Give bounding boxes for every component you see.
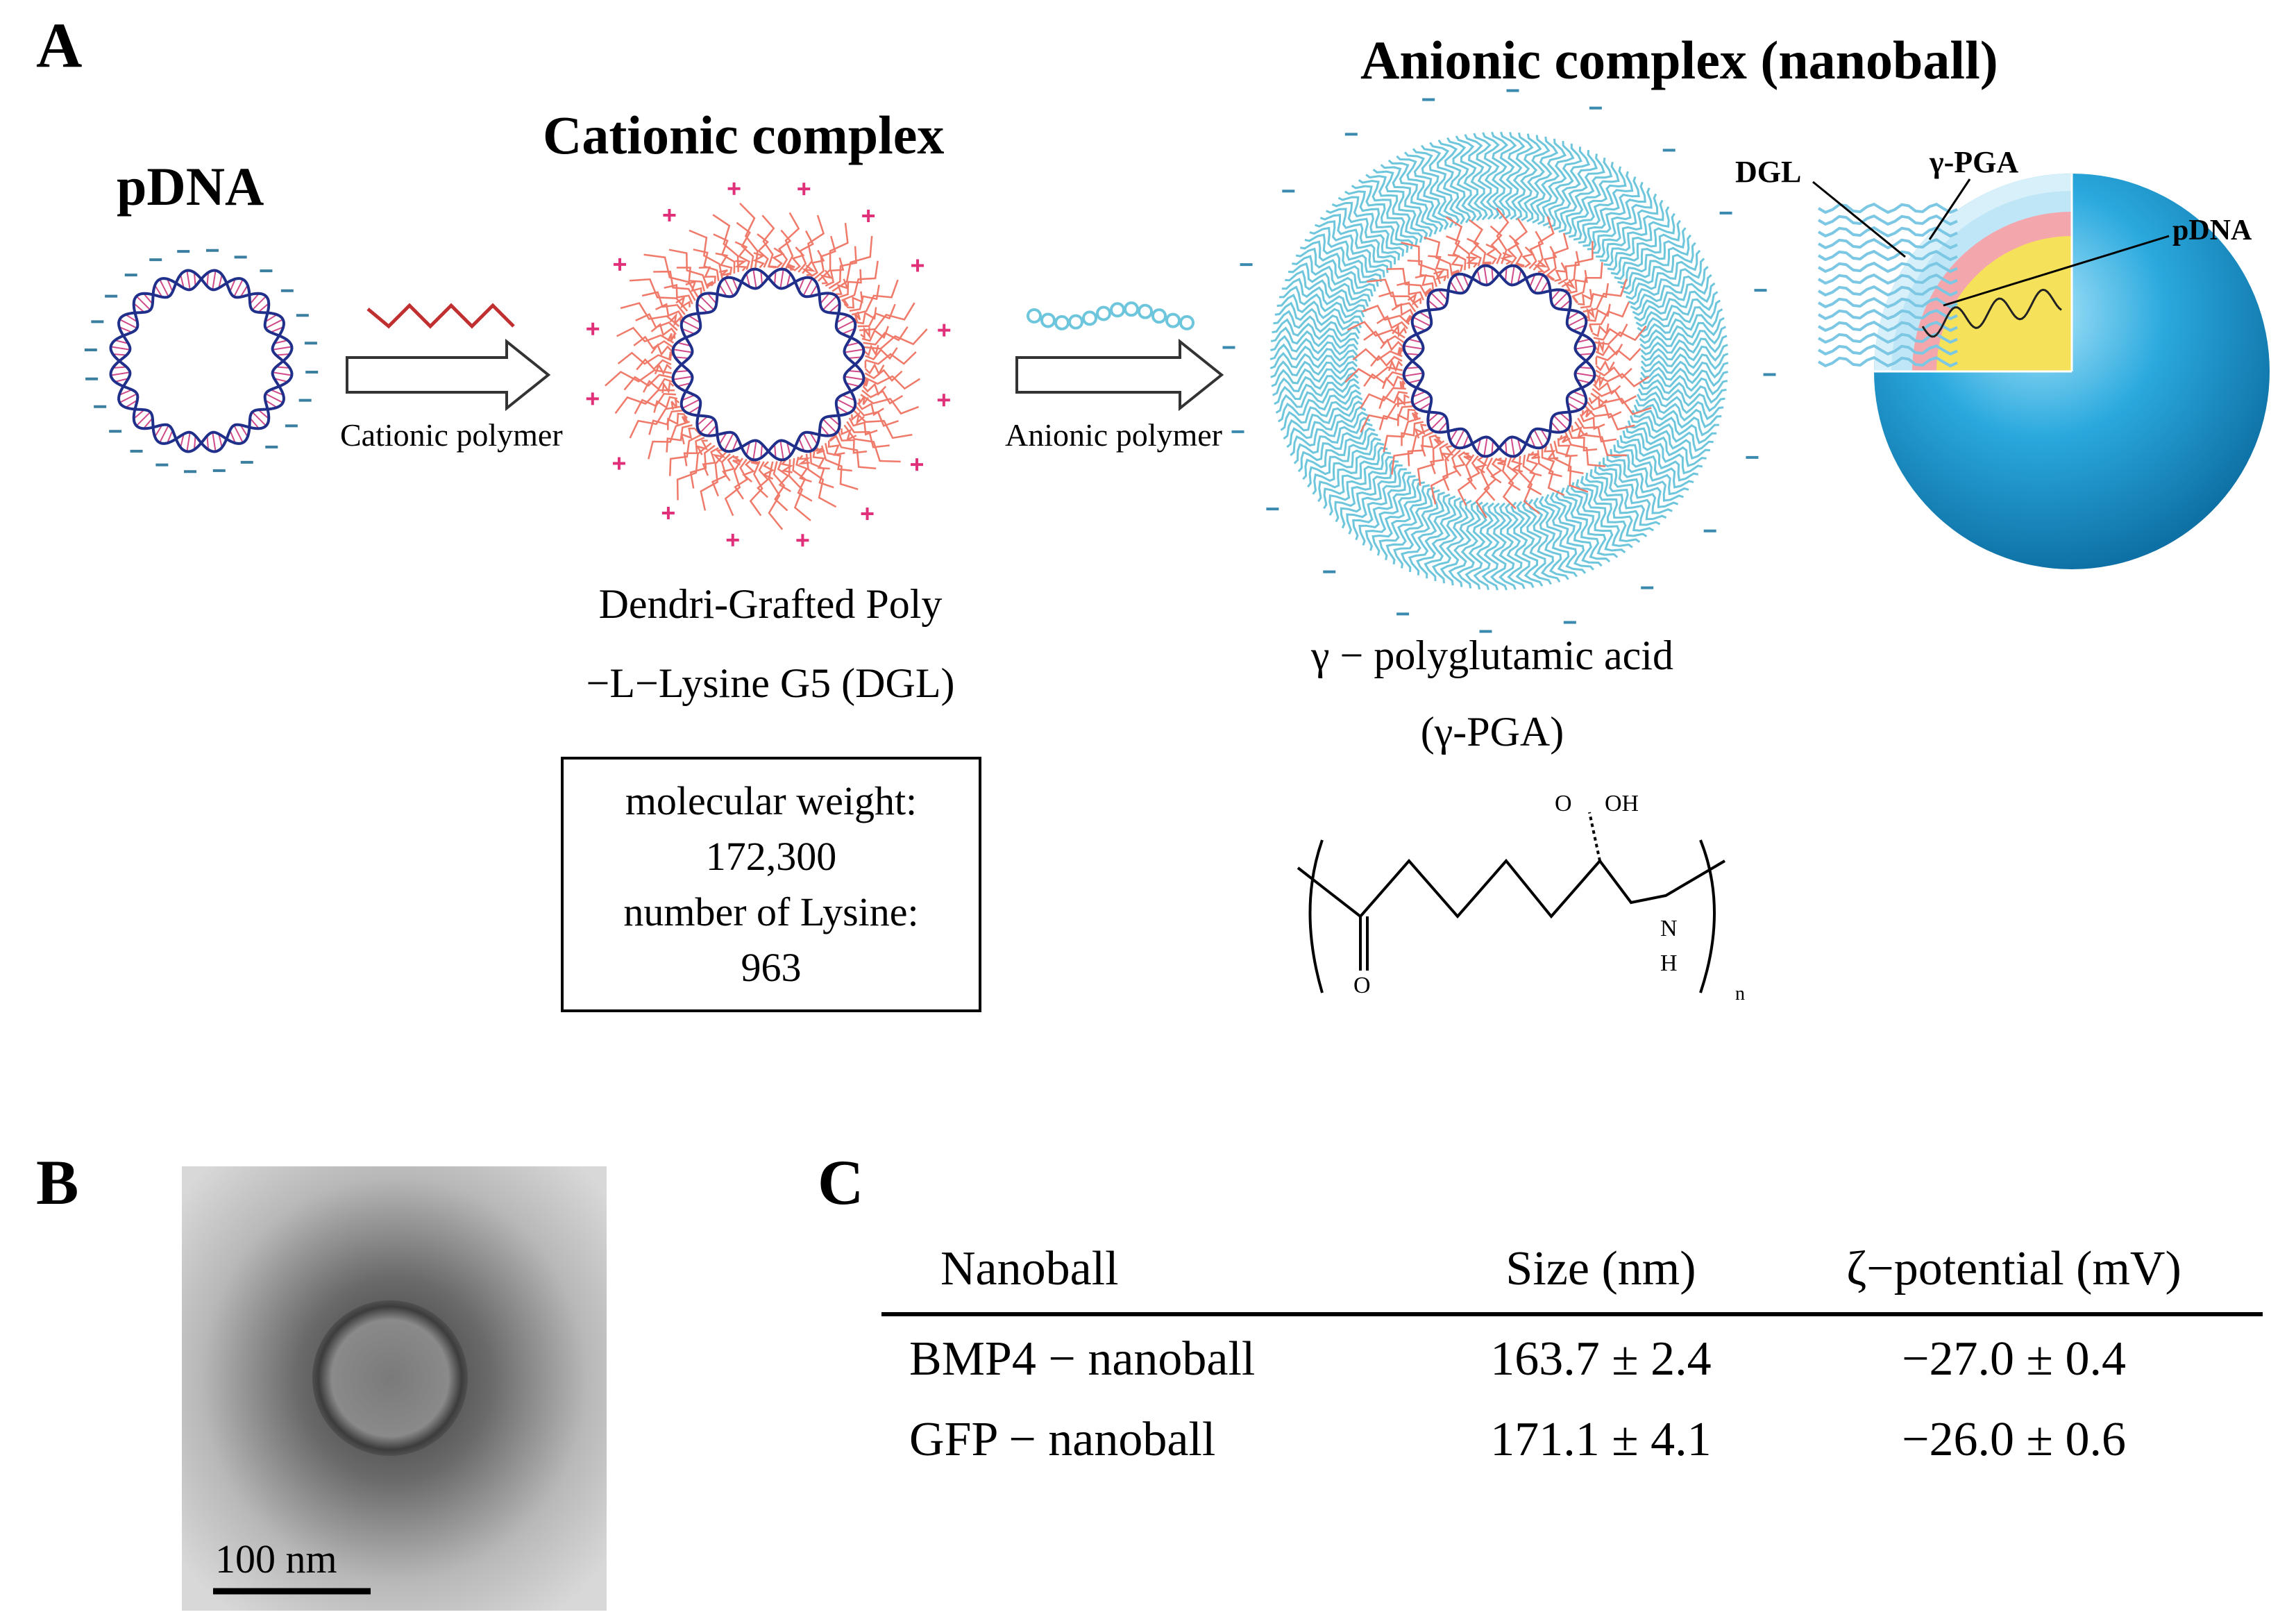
cell-name: GFP − nanoball (909, 1413, 1216, 1466)
header-size: Size (nm) (1436, 1236, 1766, 1316)
dgl-name-line1: Dendri-Grafted Poly (598, 581, 943, 627)
anionic-negative-charges (1222, 89, 1776, 633)
header-nanoball: Nanoball (881, 1236, 1437, 1316)
pdna-plasmid (109, 269, 294, 453)
bead (1124, 301, 1139, 317)
dgl-info-box: molecular weight: 172,300 number of Lysi… (561, 757, 981, 1012)
anionic-dgl-layer (1344, 207, 1652, 519)
anionic-complex-title: Anionic complex (nanoball) (1360, 30, 1998, 90)
bead (1027, 308, 1042, 324)
leader-line-pdna (1943, 235, 2170, 307)
structure-atom-oh: OH (1605, 791, 1639, 816)
nanoball-sphere-illustration (1817, 174, 2270, 569)
leader-line-dgl (1812, 181, 1906, 258)
bead (1179, 314, 1195, 330)
panel-label-b: B (36, 1147, 79, 1218)
sphere-pdna-strand (1921, 288, 2062, 338)
panel-a-diagram: DGL γ-PGA pDNA O OH O N H n (84, 89, 2270, 1005)
cell-size: 171.1 ± 4.1 (1490, 1413, 1712, 1466)
structure-left-bracket (1308, 839, 1324, 993)
cell-zeta: −27.0 ± 0.4 (1902, 1332, 2126, 1386)
structure-atom-n: N (1660, 916, 1678, 941)
sphere-label-pga: γ-PGA (1929, 145, 2018, 179)
info-box-line3: number of Lysine: (623, 889, 919, 934)
arrow-right-1 (346, 338, 551, 412)
cell-name: BMP4 − nanoball (909, 1332, 1256, 1386)
structure-right-bracket (1699, 839, 1716, 993)
pga-name-line2: (γ-PGA) (1420, 709, 1564, 755)
table-row: GFP − nanoball 171.1 ± 4.1 −26.0 ± 0.6 (881, 1397, 2263, 1477)
table-row: BMP4 − nanoball 163.7 ± 2.4 −27.0 ± 0.4 (881, 1314, 2263, 1397)
pdna-negative-charges (84, 249, 319, 473)
bead (1082, 310, 1097, 326)
pga-chemical-structure (1297, 812, 1726, 993)
header-zeta-potential: ζ−potential (mV) (1765, 1236, 2263, 1316)
scale-bar-label: 100 nm (215, 1536, 337, 1582)
leader-line-pga (1928, 178, 1971, 240)
anionic-polymer-label: Anionic polymer (1005, 417, 1222, 453)
nanoball-particle (312, 1300, 468, 1456)
pga-name-line1: γ − polyglutamic acid (1311, 632, 1673, 678)
cationic-positive-charges (586, 182, 951, 547)
info-box-line2: 172,300 (705, 834, 837, 879)
bead (1151, 308, 1167, 324)
bead (1040, 312, 1056, 328)
structure-atom-o-top: O (1555, 791, 1572, 816)
bead (1110, 302, 1125, 318)
pdna-title: pDNA (117, 156, 264, 217)
cationic-complex-dna (671, 267, 866, 462)
cell-zeta: −26.0 ± 0.6 (1902, 1413, 2126, 1466)
nanoball-properties-table: Nanoball Size (nm) ζ−potential (mV) BMP4… (881, 1236, 2263, 1477)
info-box-line1: molecular weight: (625, 778, 918, 823)
info-box-line4: 963 (741, 945, 802, 990)
structure-subscript-n: n (1735, 983, 1745, 1005)
pga-wave-layer (1269, 131, 1729, 591)
anionic-polymer-beads (1027, 301, 1195, 330)
arrow-right-2 (1015, 338, 1224, 412)
dna-strand (109, 269, 294, 453)
anionic-complex-dna (1402, 264, 1596, 458)
bead (1054, 314, 1070, 330)
sphere-label-pdna: pDNA (2172, 215, 2252, 246)
tem-micrograph: 100 nm (182, 1166, 607, 1611)
cationic-polymer-zigzag (366, 303, 515, 329)
panel-label-a: A (36, 10, 83, 81)
dgl-brush-layer (605, 203, 928, 530)
dna-strand (671, 267, 866, 462)
panel-label-c: C (818, 1147, 864, 1218)
dgl-name-line2: −L−Lysine G5 (DGL) (586, 660, 955, 706)
cell-size: 163.7 ± 2.4 (1490, 1332, 1712, 1386)
structure-atom-h: H (1660, 950, 1678, 976)
cationic-polymer-label: Cationic polymer (340, 417, 563, 453)
bead (1096, 305, 1111, 321)
table-header-row: Nanoball Size (nm) ζ−potential (mV) (881, 1236, 2263, 1316)
structure-atom-o-bottom: O (1353, 973, 1371, 998)
cationic-complex-title: Cationic complex (543, 105, 945, 165)
dna-strand (1402, 264, 1596, 458)
bead (1165, 312, 1181, 328)
sphere-core (1936, 236, 2072, 371)
sphere-label-dgl: DGL (1735, 155, 1801, 189)
bead (1138, 303, 1153, 319)
bead (1068, 314, 1083, 330)
